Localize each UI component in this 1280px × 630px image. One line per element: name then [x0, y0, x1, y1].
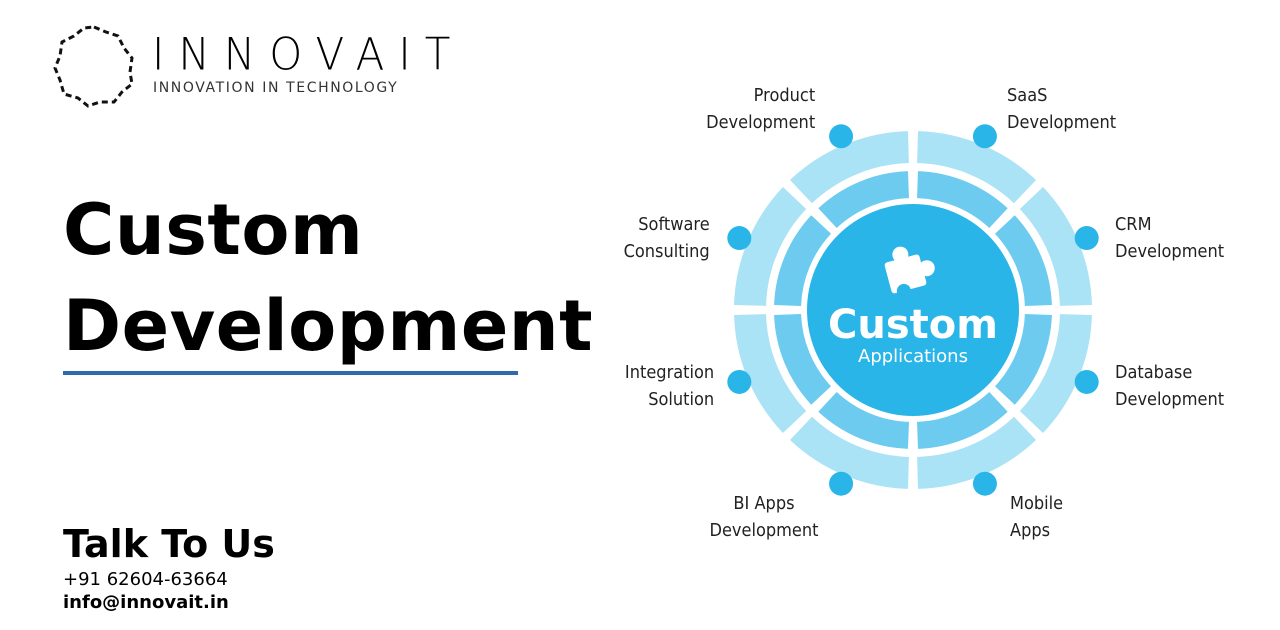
item-label: Development — [1115, 241, 1225, 262]
item-label: Development — [709, 520, 819, 541]
center-title: Custom — [828, 302, 998, 348]
inner-ring-segment — [774, 215, 832, 306]
outer-ring-segment — [790, 131, 909, 204]
item-dot — [1074, 369, 1099, 394]
item-saas-development: SaaS Development — [1007, 82, 1116, 136]
item-label: Development — [705, 112, 815, 133]
inner-ring-segment — [994, 314, 1052, 405]
item-label: Development — [1115, 389, 1225, 410]
item-label: Software — [638, 214, 710, 235]
item-label: SaaS — [1007, 85, 1048, 106]
item-crm-development: CRM Development — [1115, 211, 1224, 265]
title-underline — [63, 371, 518, 375]
outer-ring-segment — [734, 187, 807, 306]
item-dot — [727, 369, 752, 394]
item-label: Integration — [624, 362, 714, 383]
item-label: Solution — [648, 389, 714, 410]
puzzle-piece-icon — [884, 246, 935, 298]
item-label: Apps — [1010, 520, 1051, 541]
brand-tagline: INNOVATION IN TECHNOLOGY — [153, 80, 399, 96]
item-label: Product — [753, 85, 815, 106]
item-label: Database — [1115, 362, 1193, 383]
item-label: Mobile — [1010, 493, 1064, 514]
item-label: Development — [1007, 112, 1117, 133]
innovait-logo-icon — [53, 25, 134, 108]
contact-heading: Talk To Us — [63, 522, 275, 566]
inner-ring-segment — [917, 171, 1008, 229]
contact-phone[interactable]: +91 62604-63664 — [63, 569, 228, 590]
item-dot — [727, 226, 752, 251]
item-dot — [1074, 226, 1099, 251]
brand-name: INNOVAIT — [152, 28, 465, 81]
outer-ring-segment — [1019, 187, 1092, 306]
outer-ring-segment — [790, 416, 909, 489]
item-label: BI Apps — [733, 493, 795, 514]
inner-ring-segment — [917, 391, 1008, 449]
item-label: CRM — [1115, 214, 1152, 235]
outer-ring-segment — [917, 131, 1036, 204]
page-title: Custom Development — [63, 182, 593, 374]
item-dot — [829, 124, 854, 149]
item-dot — [972, 124, 997, 149]
item-dot — [829, 471, 854, 496]
outer-ring-segment — [1019, 314, 1092, 433]
item-label: Consulting — [623, 241, 710, 262]
center-subtitle: Applications — [858, 346, 968, 367]
outer-ring-segment — [917, 416, 1036, 489]
item-dot — [972, 471, 997, 496]
inner-ring-segment — [994, 215, 1052, 306]
inner-ring-segment — [818, 391, 909, 449]
inner-ring-segment — [774, 314, 832, 405]
title-line-1: Custom — [63, 189, 364, 271]
center-circle — [807, 204, 1019, 416]
inner-ring-segment — [818, 171, 909, 229]
title-line-2: Development — [63, 285, 594, 367]
contact-email[interactable]: info@innovait.in — [63, 592, 229, 613]
outer-ring-segment — [734, 314, 807, 433]
